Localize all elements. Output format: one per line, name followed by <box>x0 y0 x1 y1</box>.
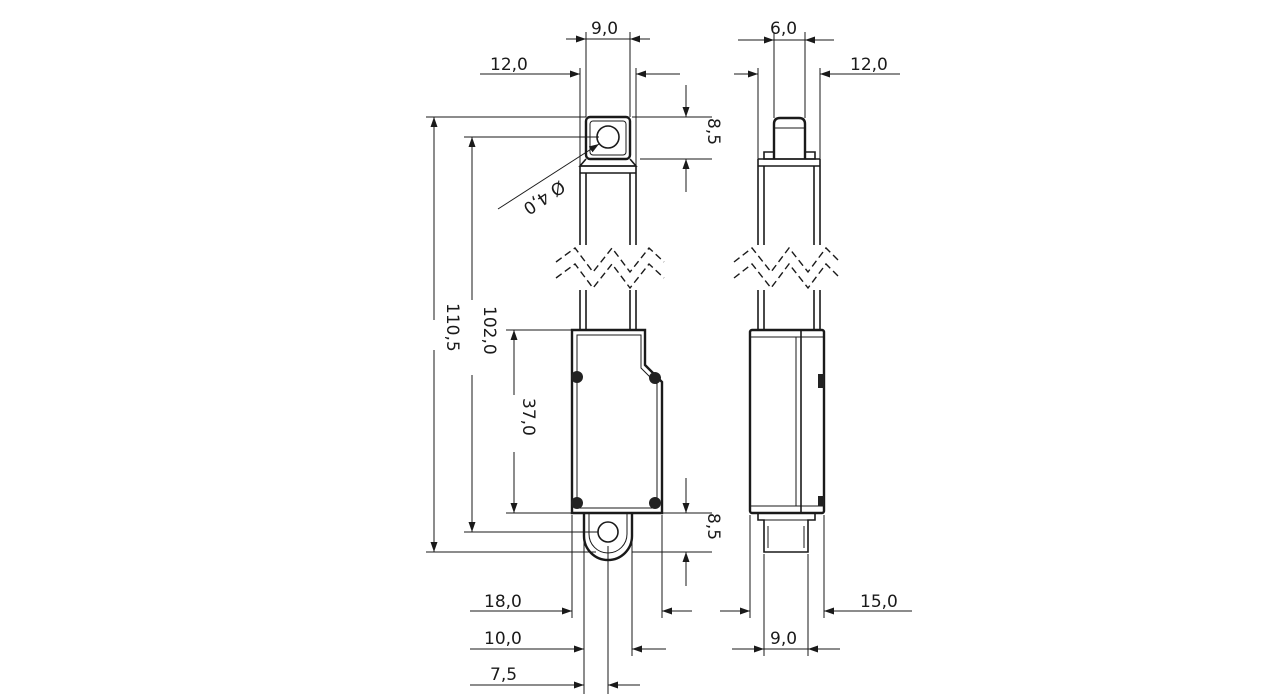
side-view: 6,0 12,0 15,0 9,0 <box>720 19 912 656</box>
dim-hole-label: Ø 4,0 <box>519 176 568 218</box>
dim-front-hole-to-hole: 102,0 <box>464 136 599 533</box>
front-break-lines <box>555 246 665 290</box>
front-rod <box>579 165 637 330</box>
dim-12-0-top-label: 12,0 <box>490 55 528 75</box>
front-housing <box>570 328 664 515</box>
front-view: 9,0 12,0 8,5 Ø 4,0 110,5 <box>426 19 723 694</box>
side-rod <box>757 158 821 330</box>
dim-8-5-top-label: 8,5 <box>703 118 723 145</box>
dim-front-body-length: 37,0 <box>506 329 572 514</box>
dim-6-0-label: 6,0 <box>770 19 797 39</box>
dim-front-bottom-eye: 8,5 <box>632 478 723 586</box>
dim-102-0-label: 102,0 <box>479 306 499 355</box>
dim-9-0-bottom-label: 9,0 <box>770 629 797 649</box>
dim-37-0-label: 37,0 <box>518 398 538 436</box>
dim-18-0-label: 18,0 <box>484 592 522 612</box>
dim-side-top-outer: 12,0 <box>734 55 900 159</box>
dim-9-0-top-label: 9,0 <box>591 19 618 39</box>
dim-12-0-side-label: 12,0 <box>850 55 888 75</box>
dim-front-top-outer: 12,0 <box>480 55 680 166</box>
dim-side-top-width: 6,0 <box>738 19 834 118</box>
side-top-tab <box>763 116 816 160</box>
side-break-lines <box>733 246 841 290</box>
dim-front-bottom-half: 7,5 <box>470 546 640 694</box>
dim-8-5-bottom-label: 8,5 <box>703 513 723 540</box>
dim-10-0-label: 10,0 <box>484 629 522 649</box>
dim-front-bottom-eye-width: 10,0 <box>470 540 666 656</box>
dim-front-hole-diameter: Ø 4,0 <box>497 143 600 218</box>
dim-110-5-label: 110,5 <box>442 303 462 352</box>
dim-front-top-width: 9,0 <box>566 19 650 117</box>
dim-15-0-label: 15,0 <box>860 592 898 612</box>
dim-front-total-length: 110,5 <box>426 116 596 553</box>
front-top-hole <box>596 125 620 149</box>
side-housing <box>748 328 826 515</box>
side-bottom-tab <box>757 513 816 553</box>
dim-front-top-eye: 8,5 <box>632 85 723 192</box>
dim-front-body-width: 18,0 <box>470 515 692 618</box>
dim-side-body-depth: 15,0 <box>720 515 912 618</box>
dim-side-bottom-width: 9,0 <box>732 554 840 656</box>
front-top-eye <box>584 115 632 161</box>
dim-7-5-label: 7,5 <box>490 665 517 685</box>
